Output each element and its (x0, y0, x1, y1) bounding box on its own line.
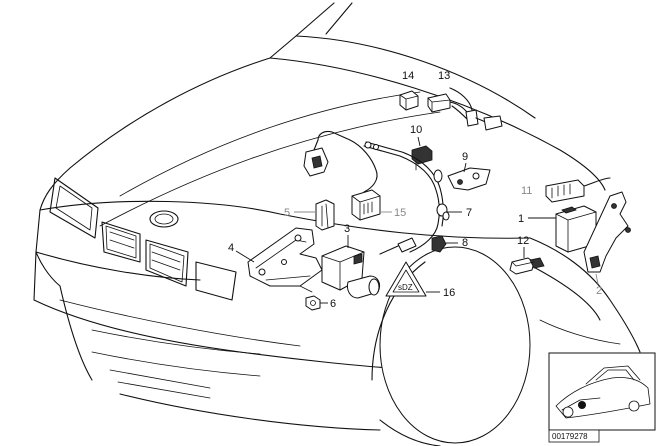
part-15-connector-block[interactable] (351, 189, 381, 221)
callout-14: 14 (402, 70, 414, 82)
part-14-connector[interactable] (399, 90, 419, 111)
part-11-connector[interactable] (545, 177, 611, 203)
warning-symbol-glyph: sDZ (398, 283, 413, 292)
callout-1: 1 (518, 213, 524, 225)
front-wheel (371, 246, 531, 446)
callout-12: 12 (517, 235, 529, 247)
callout-9: 9 (462, 151, 468, 163)
leader-2 (595, 273, 599, 285)
callout-11: 11 (521, 185, 532, 197)
part-5-clip[interactable] (315, 199, 335, 231)
document-id: 00179278 (552, 432, 588, 441)
inset-thumbnail: 00179278 (548, 352, 656, 443)
sensor-cable[interactable] (303, 130, 378, 193)
callout-10: 10 (410, 124, 422, 136)
callouts: 14 13 10 9 11 7 1 5 15 3 4 8 12 2 16 6 (228, 70, 602, 310)
leader-10 (417, 136, 421, 147)
part-4-mounting-bracket[interactable] (247, 227, 323, 293)
document-id-box (548, 429, 600, 443)
inset-frame (548, 352, 656, 431)
main-cable[interactable] (363, 141, 450, 255)
callout-15: 15 (394, 207, 406, 219)
leader-4 (235, 250, 255, 263)
part-16-warning-label[interactable]: sDZ (385, 261, 427, 297)
callout-6: 6 (330, 298, 336, 310)
part-12-connector[interactable] (509, 257, 545, 275)
callout-16: 16 (443, 287, 455, 299)
leader-9 (463, 162, 467, 173)
callout-3: 3 (344, 223, 350, 235)
callout-7: 7 (466, 207, 472, 219)
part-9-bracket[interactable] (447, 167, 491, 191)
part-2-holder-bracket[interactable] (583, 191, 631, 273)
part-6-nut[interactable] (305, 295, 321, 311)
callout-2: 2 (596, 285, 602, 297)
callout-4: 4 (228, 242, 234, 254)
inset-highlight-marker (578, 401, 586, 409)
part-3-actuator[interactable] (321, 245, 381, 299)
part-8-grommet[interactable] (431, 235, 447, 253)
part-13-wiring-harness[interactable] (427, 87, 503, 131)
callout-8: 8 (462, 237, 468, 249)
callout-13: 13 (438, 70, 450, 82)
callout-5: 5 (284, 207, 290, 219)
